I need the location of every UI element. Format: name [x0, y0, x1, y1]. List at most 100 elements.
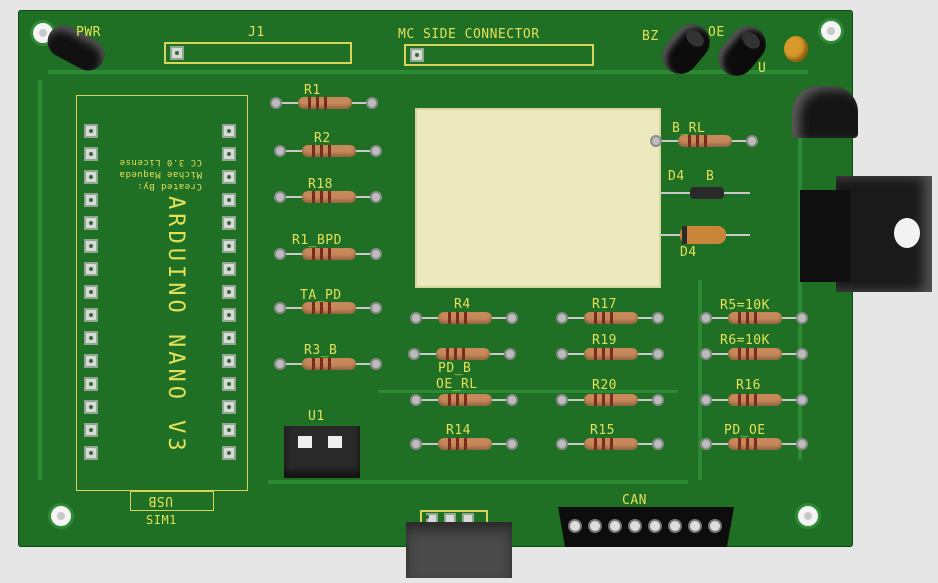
mounting-hole: [48, 503, 74, 529]
trace: [48, 70, 808, 74]
transistor: [792, 86, 858, 138]
usb-outline: [130, 491, 214, 511]
nano-pin: [84, 239, 98, 253]
can-pin: [708, 519, 722, 533]
pd-b-label: PD_B: [438, 361, 472, 376]
nano-pin: [222, 124, 236, 138]
d4-bottom-label: D4: [680, 245, 697, 260]
sim1-label: SIM1: [146, 513, 177, 527]
resistor-r15: [556, 435, 666, 453]
r17-label: R17: [592, 297, 617, 312]
trace: [38, 80, 42, 480]
mc-connector-label: MC SIDE CONNECTOR: [398, 27, 540, 42]
oe-rl-label: OE_RL: [436, 377, 478, 392]
resistor-ta-pd: [274, 299, 384, 317]
nano-pin: [84, 147, 98, 161]
r1-label: R1: [304, 83, 321, 98]
nano-pin: [222, 308, 236, 322]
resistor-r16: [700, 391, 810, 409]
nano-pin: [222, 354, 236, 368]
pwr-label: PWR: [76, 25, 101, 40]
nano-pin: [222, 400, 236, 414]
d4-label: D4: [668, 169, 685, 184]
r2-label: R2: [314, 131, 331, 146]
credit-text: Created By: Michae Maqueda CC 3.0 Licens…: [119, 157, 202, 191]
trace: [698, 280, 702, 480]
nano-pin: [84, 446, 98, 460]
resistor-r1: [270, 94, 380, 112]
bz-label: BZ: [642, 29, 659, 44]
r14-label: R14: [446, 423, 471, 438]
u-label: U: [758, 61, 767, 76]
header-pin: [170, 46, 184, 60]
u1-label: U1: [308, 409, 325, 424]
nano-pin: [222, 331, 236, 345]
nano-pin: [84, 193, 98, 207]
resistor-r19: [556, 345, 666, 363]
nano-pin: [222, 193, 236, 207]
resistor-b-rl: [650, 132, 760, 150]
resistor-r18: [274, 188, 384, 206]
b-label: B: [706, 169, 715, 184]
can-pin: [688, 519, 702, 533]
can-pin: [628, 519, 642, 533]
r18-label: R18: [308, 177, 333, 192]
mounting-hole: [795, 503, 821, 529]
nano-pin: [222, 446, 236, 460]
nano-pin: [222, 285, 236, 299]
can-connector: [558, 507, 734, 547]
j1-header: [164, 42, 352, 64]
nano-pin: [222, 423, 236, 437]
resistor-r6: [700, 345, 810, 363]
oe-label: OE: [708, 25, 725, 40]
resistor-r20: [556, 391, 666, 409]
b-rl-label: B_RL: [672, 121, 706, 136]
nano-pin: [84, 216, 98, 230]
trace: [268, 480, 688, 484]
bottom-connector-housing: [406, 522, 512, 578]
r5-label: R5=10K: [720, 298, 770, 313]
resistor-r17: [556, 309, 666, 327]
usb-label: USB: [148, 493, 173, 508]
resistor-r4: [410, 309, 520, 327]
can-pin: [568, 519, 582, 533]
mounting-hole: [818, 18, 844, 44]
nano-pin: [84, 331, 98, 345]
resistor-r3-b: [274, 355, 384, 373]
lcd-display: [415, 108, 661, 288]
can-pin: [668, 519, 682, 533]
arduino-nano-label: ARDUINO NANO V3: [163, 196, 188, 455]
voltage-regulator: [800, 176, 932, 292]
j1-label: J1: [248, 25, 265, 40]
trace: [378, 390, 678, 393]
r1-bpd-label: R1_BPD: [292, 233, 342, 248]
nano-pin: [84, 377, 98, 391]
nano-pin: [84, 170, 98, 184]
diode-d4-small: [660, 186, 750, 200]
nano-pin: [84, 423, 98, 437]
nano-pin: [222, 147, 236, 161]
mc-connector-header: [404, 44, 594, 66]
nano-pin: [222, 170, 236, 184]
nano-pin: [84, 400, 98, 414]
r16-label: R16: [736, 378, 761, 393]
nano-pin: [84, 262, 98, 276]
resistor-pd-oe: [700, 435, 810, 453]
nano-pin: [84, 308, 98, 322]
resistor-r5: [700, 309, 810, 327]
nano-pin: [222, 239, 236, 253]
r6-label: R6=10K: [720, 333, 770, 348]
optocoupler-u1: [284, 426, 360, 478]
ta-pd-label: TA_PD: [300, 288, 342, 303]
r15-label: R15: [590, 423, 615, 438]
resistor-r14: [410, 435, 520, 453]
ceramic-capacitor: [784, 36, 808, 62]
r4-label: R4: [454, 297, 471, 312]
nano-pin: [222, 216, 236, 230]
resistor-r2: [274, 142, 384, 160]
nano-pin: [222, 377, 236, 391]
arduino-nano-outline: [76, 95, 248, 491]
resistor-pd-b: [408, 345, 518, 363]
nano-pin: [84, 124, 98, 138]
header-pin: [410, 48, 424, 62]
